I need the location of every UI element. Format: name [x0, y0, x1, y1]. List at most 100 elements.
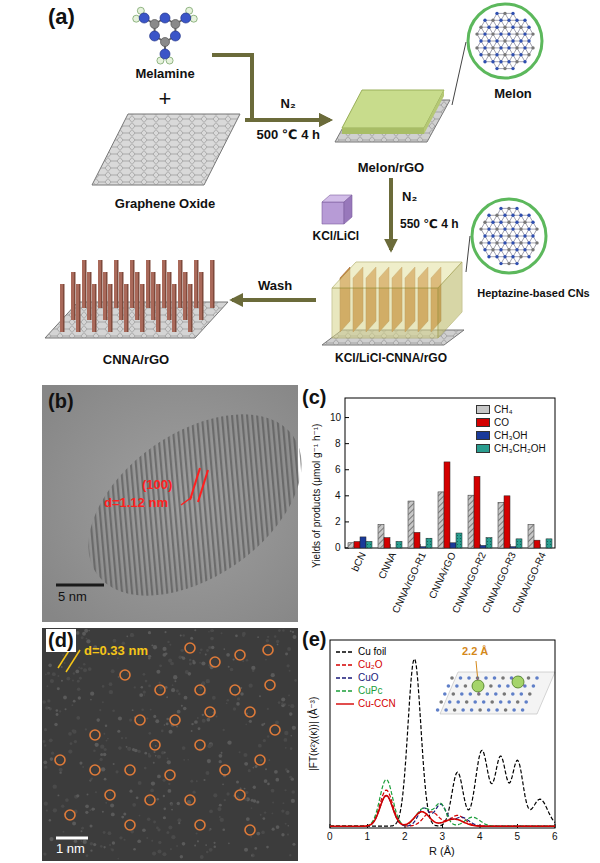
image-texture	[145, 680, 148, 683]
image-texture	[164, 724, 166, 726]
image-texture	[246, 817, 250, 821]
network-atom	[483, 19, 486, 22]
image-texture	[291, 799, 295, 803]
nanorod	[85, 260, 87, 308]
legend-text: CuPc	[358, 685, 382, 697]
network-atom	[499, 207, 502, 210]
node-label: Melon/rGO	[358, 161, 424, 176]
network-atom	[511, 227, 514, 230]
image-texture	[111, 812, 115, 816]
bar-hatch	[408, 501, 414, 548]
nanorod	[159, 284, 161, 332]
image-texture	[163, 808, 166, 811]
image-texture	[46, 685, 48, 687]
image-texture	[170, 848, 172, 850]
network-atom	[495, 227, 498, 230]
network-atom	[483, 32, 486, 35]
category-label: bCN	[349, 550, 368, 573]
single-atom-marker	[90, 765, 100, 775]
image-texture	[178, 822, 180, 824]
image-texture	[190, 637, 193, 640]
image-texture	[251, 854, 255, 858]
legend-text: CuO	[358, 672, 379, 684]
image-texture	[50, 679, 54, 683]
image-texture	[272, 801, 274, 803]
image-texture	[285, 747, 287, 749]
image-texture	[227, 741, 231, 745]
single-atom-marker	[265, 680, 275, 690]
network-atom	[511, 241, 514, 244]
image-texture	[198, 727, 201, 730]
image-texture	[278, 629, 281, 632]
image-texture	[65, 708, 67, 710]
image-texture	[260, 759, 262, 761]
network-atom	[515, 19, 518, 22]
network-atom	[483, 46, 486, 49]
image-texture	[192, 791, 195, 794]
image-texture	[89, 809, 91, 811]
network-atom	[515, 32, 518, 35]
nanorod	[92, 284, 96, 332]
image-texture	[197, 840, 199, 842]
image-texture	[148, 732, 151, 735]
image-texture	[71, 704, 73, 706]
image-texture	[155, 719, 159, 723]
image-texture	[222, 783, 224, 785]
nanorod	[79, 284, 81, 332]
image-texture	[290, 630, 292, 632]
image-texture	[181, 705, 183, 707]
image-texture	[99, 709, 101, 711]
image-texture	[137, 750, 140, 753]
image-texture	[43, 852, 46, 855]
image-texture	[168, 783, 170, 785]
image-texture	[52, 672, 56, 676]
structure-circle: Melon	[466, 2, 560, 104]
image-texture	[170, 803, 172, 805]
image-texture	[109, 690, 113, 694]
salt-box	[332, 288, 438, 338]
image-texture	[205, 844, 207, 846]
image-texture	[88, 667, 92, 671]
image-texture	[264, 811, 266, 813]
network-atom	[495, 241, 498, 244]
network-atom	[511, 53, 514, 56]
panel-letter: (a)	[48, 4, 75, 29]
bar-dots	[516, 539, 522, 548]
network-atom	[503, 241, 506, 244]
inset-atom	[459, 676, 463, 680]
leader-line	[452, 42, 466, 105]
nanorod	[191, 284, 193, 332]
image-texture	[284, 731, 288, 735]
network-atom	[503, 255, 506, 258]
single-atom-marker	[263, 645, 273, 655]
image-texture	[281, 697, 285, 701]
image-texture	[289, 670, 291, 672]
bar	[420, 547, 426, 548]
image-texture	[251, 666, 255, 670]
hrtem-image	[42, 377, 335, 633]
image-texture	[173, 675, 177, 679]
image-texture	[153, 715, 156, 718]
image-texture	[188, 672, 192, 676]
image-texture	[293, 635, 297, 639]
image-texture	[176, 726, 178, 728]
image-texture	[232, 659, 234, 661]
nanorod	[124, 284, 128, 332]
bar	[408, 501, 414, 548]
network-atom	[507, 19, 510, 22]
inset-atom	[460, 692, 464, 696]
network-atom	[491, 19, 494, 22]
image-texture	[93, 843, 96, 846]
single-atom-marker	[230, 685, 240, 695]
atom	[133, 15, 140, 22]
network-atom	[523, 234, 526, 237]
arrow-label: N₂	[400, 190, 419, 205]
network-atom	[487, 39, 490, 42]
bar	[510, 547, 516, 548]
image-texture	[197, 717, 199, 719]
image-texture	[257, 636, 259, 638]
image-texture	[96, 718, 100, 722]
image-texture	[153, 645, 157, 649]
image-texture	[166, 696, 168, 698]
image-texture	[72, 730, 76, 734]
